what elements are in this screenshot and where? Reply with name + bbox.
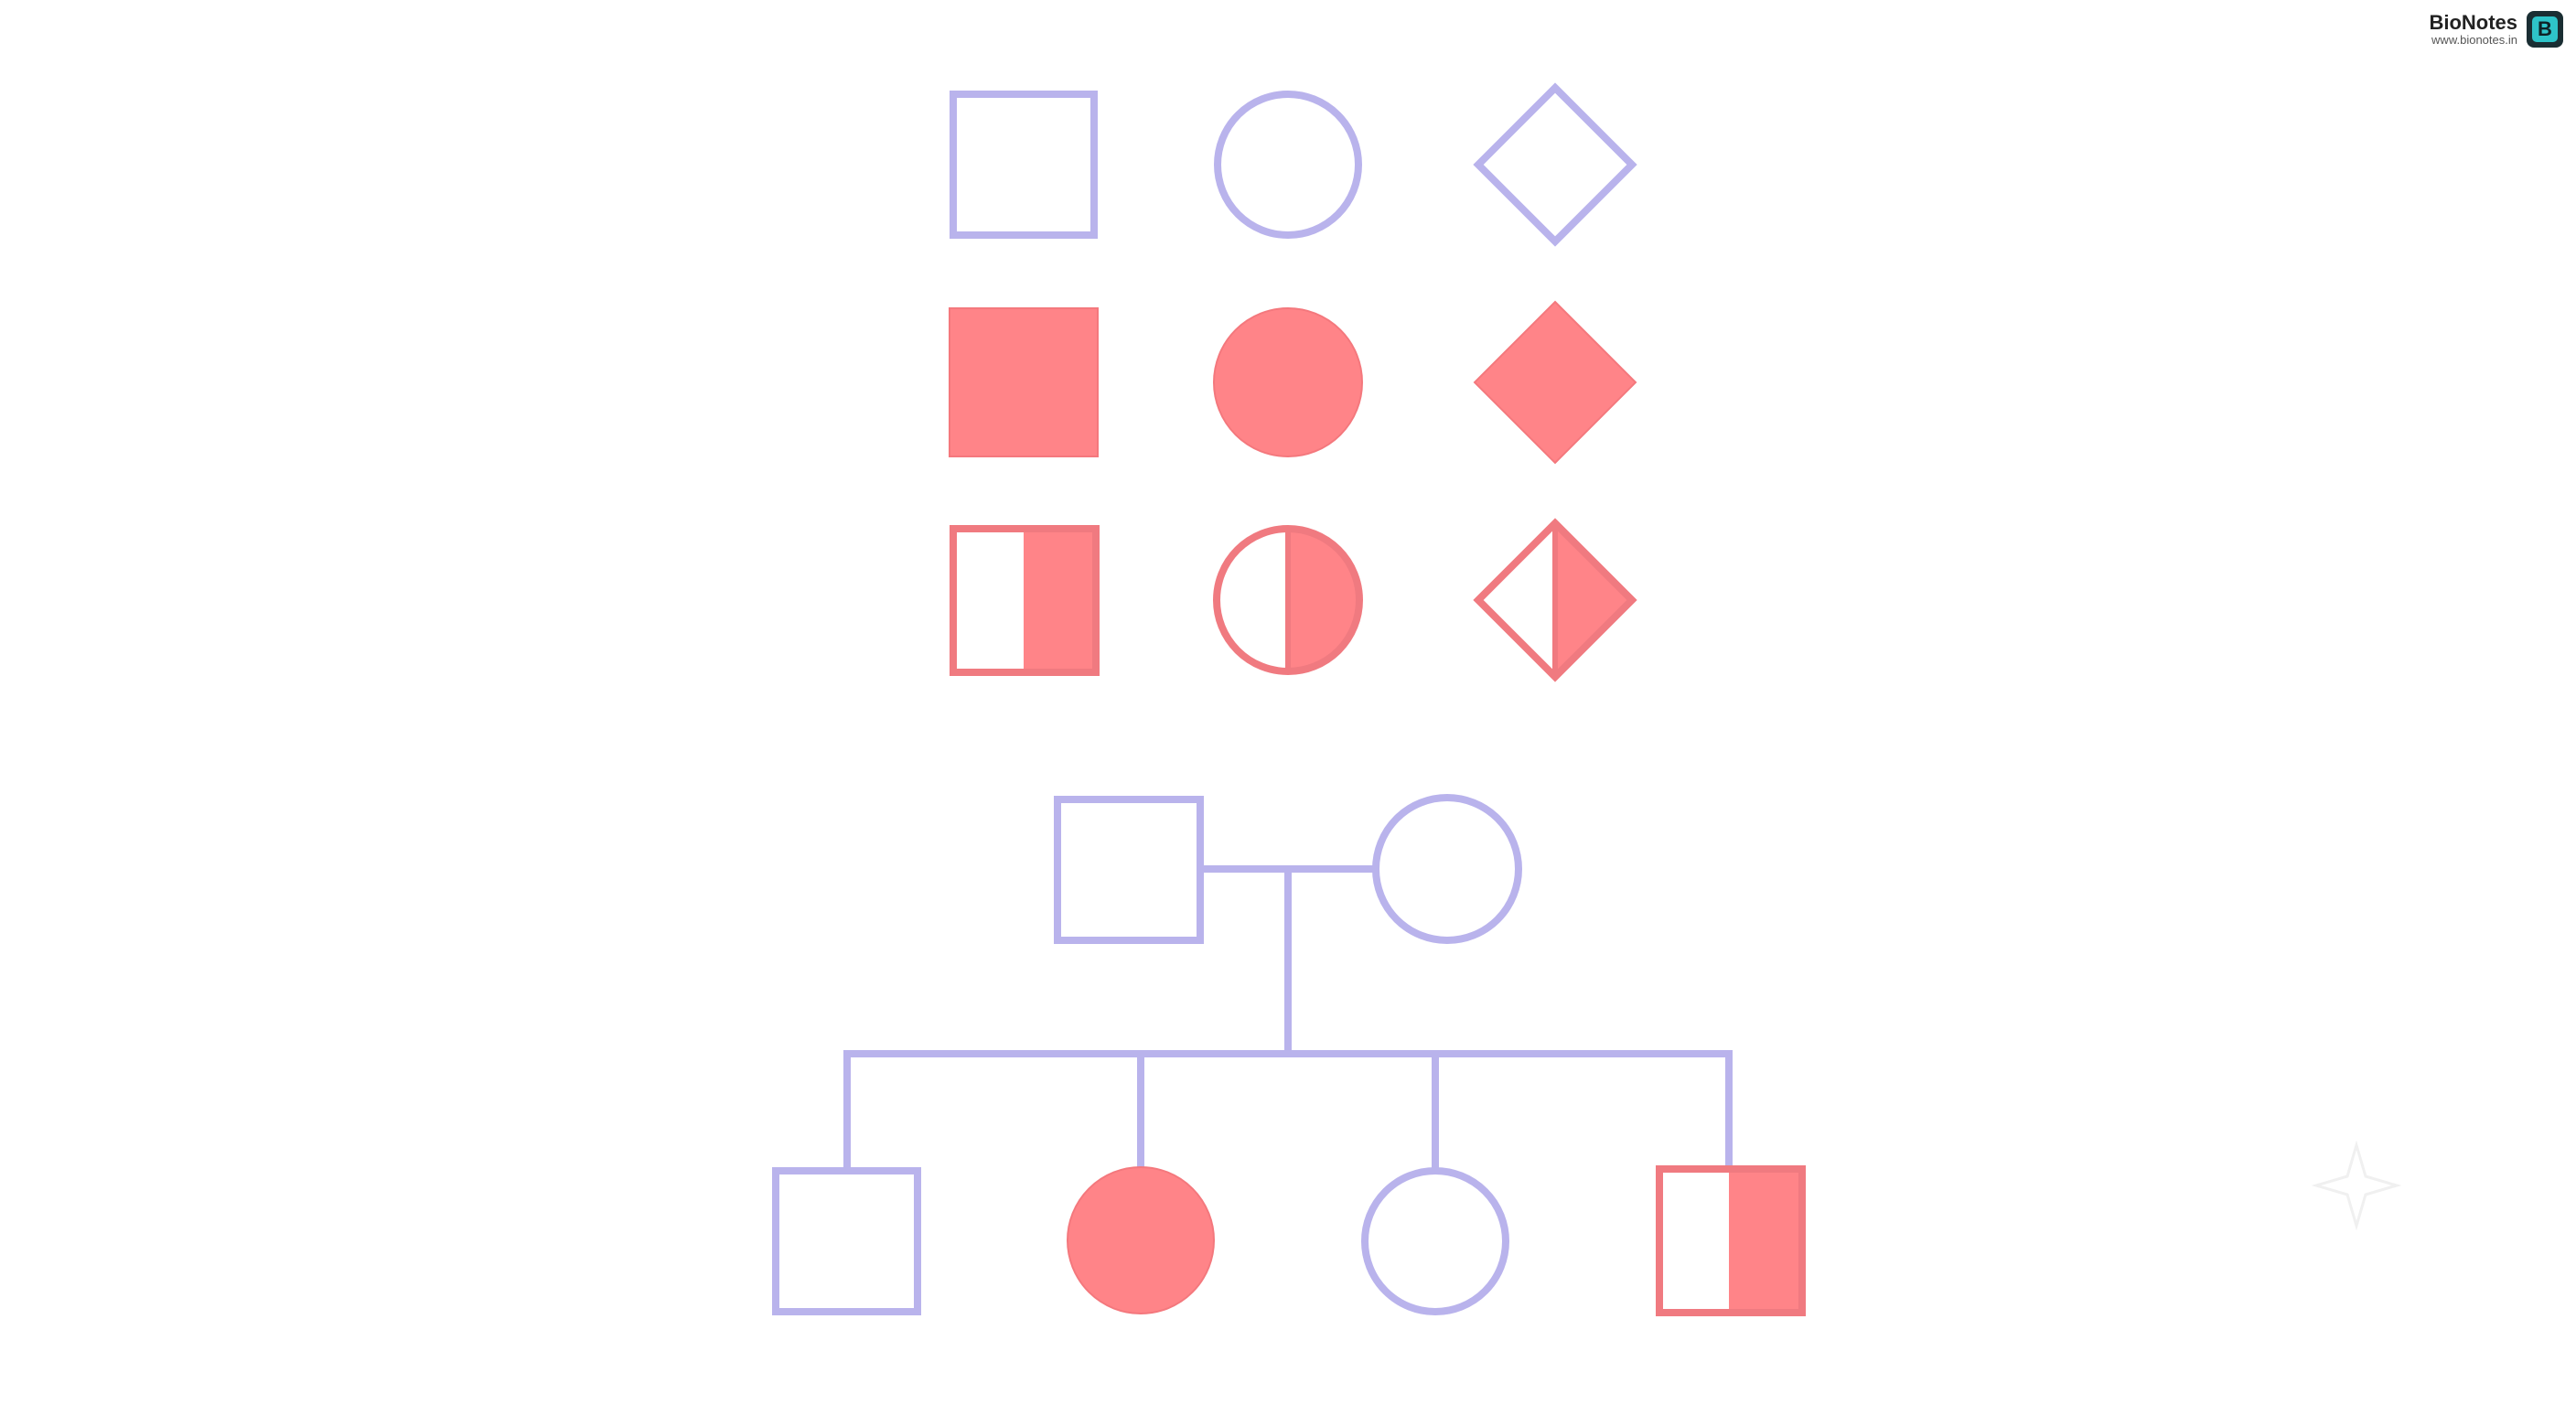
legend-carrier-female-circle — [1213, 525, 1363, 675]
brand-logo-icon: B — [2527, 11, 2563, 48]
son-1-square — [772, 1167, 921, 1315]
legend-carrier-male-square — [950, 525, 1100, 676]
legend-carrier-unknown-diamond — [1473, 518, 1637, 682]
daughter-1-circle-affected — [1067, 1166, 1215, 1314]
legend-affected-male-square — [949, 307, 1099, 457]
son-2-square-carrier — [1656, 1165, 1806, 1316]
legend-affected-unknown-diamond — [1473, 300, 1637, 465]
mother-circle — [1372, 794, 1522, 944]
brand-watermark: BioNotes www.bionotes.in B — [2429, 11, 2563, 48]
legend-unaffected-male-square — [950, 91, 1098, 239]
daughter-2-circle — [1361, 1167, 1509, 1315]
legend-unaffected-female-circle — [1214, 91, 1362, 239]
brand-logo-letter: B — [2532, 16, 2558, 42]
brand-url: www.bionotes.in — [2431, 32, 2517, 47]
brand-text: BioNotes www.bionotes.in — [2429, 10, 2517, 47]
sparkle-icon — [2311, 1140, 2402, 1231]
brand-name: BioNotes — [2429, 10, 2517, 34]
father-square — [1054, 796, 1204, 944]
legend-unaffected-unknown-diamond — [1473, 82, 1637, 247]
legend-affected-female-circle — [1213, 307, 1363, 457]
